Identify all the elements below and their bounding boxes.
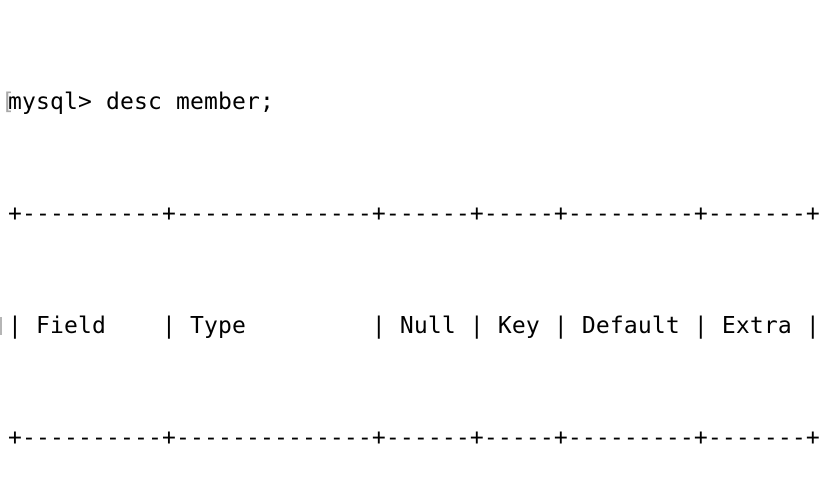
command-text: mysql> desc member; [8, 89, 274, 115]
command-line: [mysql> desc member; [1, 88, 840, 116]
prompt-bracket-mark: [ [1, 89, 15, 115]
left-edge-artifact [0, 317, 2, 335]
table-border-line: +----------+--------------+------+-----+… [8, 200, 840, 228]
border-text: +----------+--------------+------+-----+… [8, 425, 820, 451]
table-header-line: | Field | Type | Null | Key | Default | … [0, 312, 840, 340]
border-text: +----------+--------------+------+-----+… [8, 201, 820, 227]
table-border-line: +----------+--------------+------+-----+… [8, 424, 840, 452]
header-text: | Field | Type | Null | Key | Default | … [8, 313, 820, 339]
